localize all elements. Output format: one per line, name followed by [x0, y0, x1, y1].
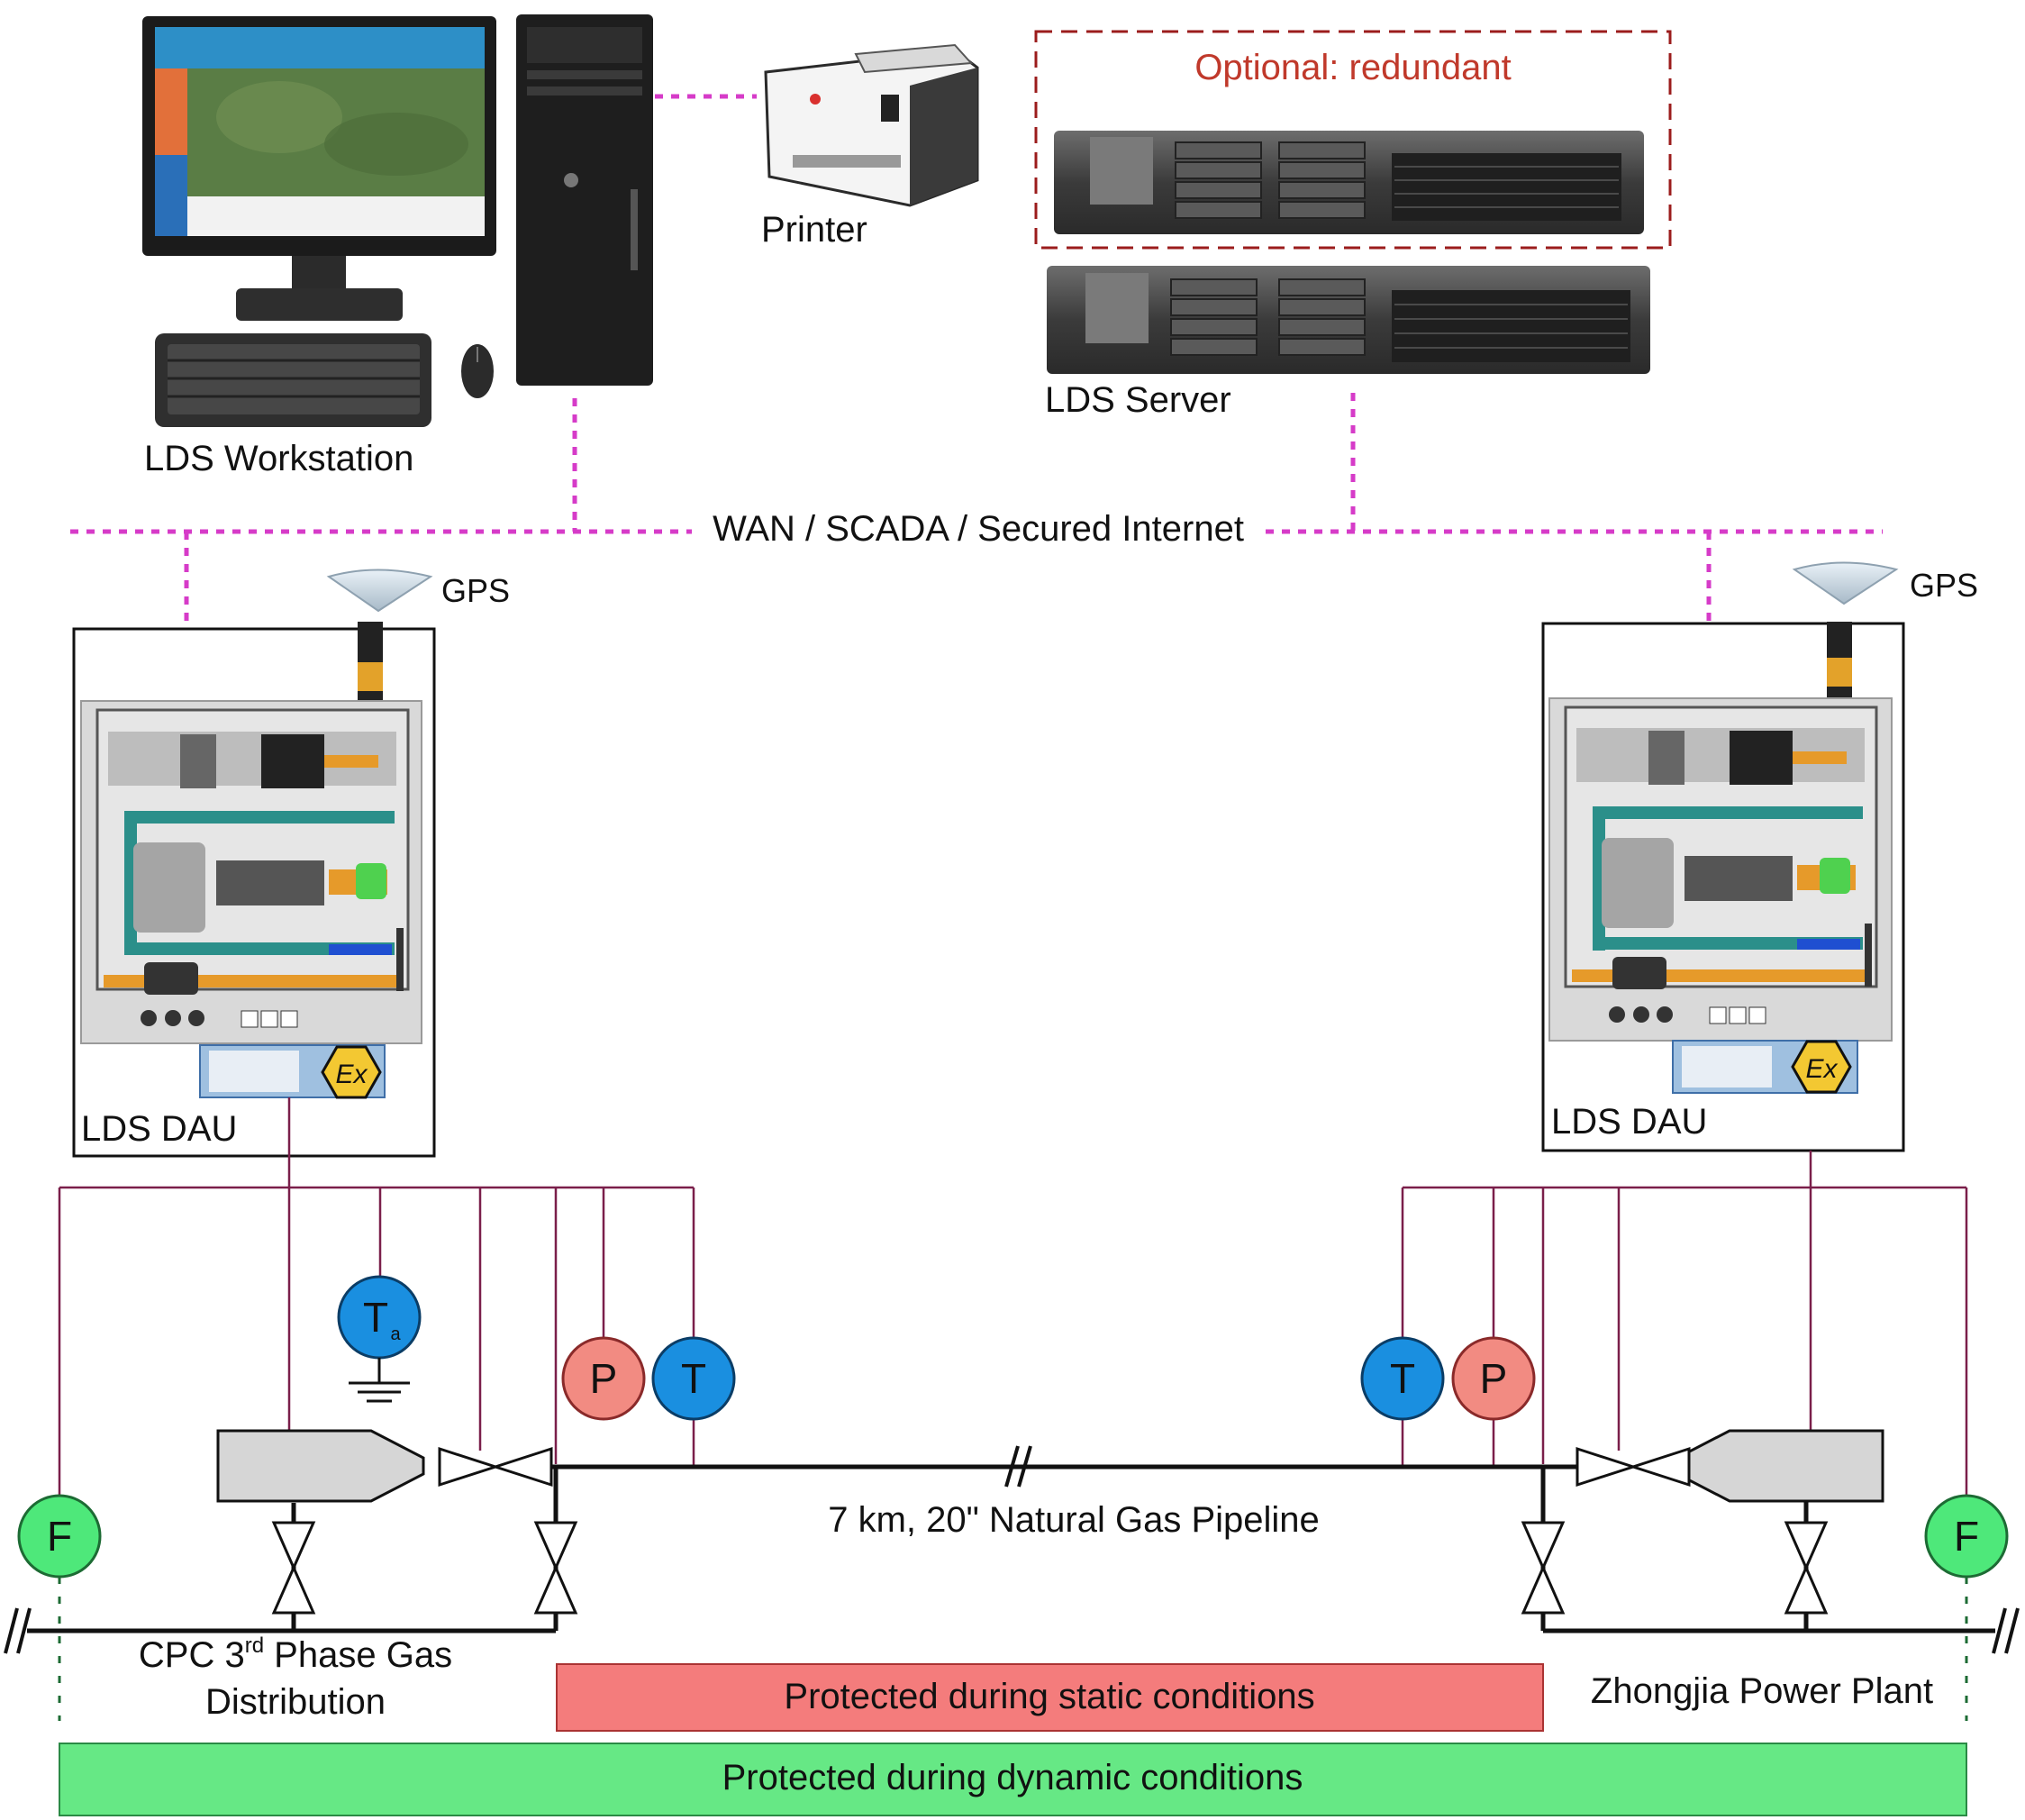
gas-valve-icon [1784, 1521, 1828, 1615]
dau-cabinet-icon [80, 700, 422, 1098]
ex-certification-icon: Ex [1791, 1040, 1852, 1094]
dau-left-label: LDS DAU [81, 1109, 237, 1149]
dau-right-group: GPS [1541, 561, 1978, 1152]
svg-text:Ex: Ex [335, 1060, 368, 1089]
temperature-sensor-left: T [651, 1336, 736, 1421]
svg-text:Ex: Ex [1805, 1054, 1838, 1084]
rack-server-icon [1054, 131, 1644, 234]
gps-antenna-icon [1792, 561, 1899, 707]
redundant-label: Optional: redundant [1194, 48, 1511, 87]
svg-text:P: P [590, 1355, 618, 1402]
power-plant-label: Zhongjia Power Plant [1591, 1671, 1933, 1711]
gps-antenna-icon [326, 569, 433, 707]
dynamic-protection-bar: Protected during dynamic conditions [59, 1743, 1967, 1816]
svg-text:P: P [1480, 1355, 1508, 1402]
gps-right-label: GPS [1910, 567, 1978, 604]
tower-pc-icon [516, 14, 653, 386]
svg-text:F: F [47, 1513, 72, 1560]
gas-valve-icon [1521, 1521, 1565, 1615]
pipe-break-icon [1992, 1607, 2020, 1654]
svg-text:Protected during dynamic condi: Protected during dynamic conditions [722, 1758, 1303, 1797]
svg-text:T: T [363, 1294, 388, 1341]
flange-reducer-icon [1675, 1429, 1884, 1503]
pipe-break-icon [4, 1607, 32, 1654]
svg-text:T: T [681, 1355, 706, 1402]
gas-valve-icon [534, 1521, 577, 1615]
gas-valve-icon [272, 1521, 315, 1615]
pipe-break-icon [1004, 1445, 1032, 1488]
cpc-label: CPC 3rd Phase Gas [139, 1633, 452, 1675]
gas-valve-icon [438, 1447, 553, 1487]
svg-text:T: T [1390, 1355, 1415, 1402]
temperature-sensor-right: T [1360, 1336, 1445, 1421]
dau-right-label: LDS DAU [1551, 1102, 1707, 1142]
flow-meter-right: F [1924, 1494, 2009, 1579]
keyboard-icon [155, 333, 431, 427]
ex-certification-icon: Ex [321, 1045, 382, 1099]
svg-text:Protected during static condit: Protected during static conditions [784, 1677, 1314, 1716]
pressure-sensor-left: P [561, 1336, 646, 1421]
cpc-label-line2: Distribution [205, 1682, 386, 1722]
svg-text:a: a [390, 1324, 401, 1344]
network-label: WAN / SCADA / Secured Internet [713, 509, 1244, 549]
flow-meter-left: F [17, 1494, 102, 1579]
server-label: LDS Server [1045, 380, 1231, 420]
workstation-label: LDS Workstation [144, 439, 413, 478]
mouse-icon [461, 344, 494, 398]
pipeline-label: 7 km, 20" Natural Gas Pipeline [828, 1500, 1320, 1540]
flange-reducer-icon [216, 1429, 425, 1503]
ambient-temperature-sensor: T a [337, 1275, 422, 1360]
dau-left-group: GPS [72, 569, 510, 1158]
printer-label: Printer [761, 210, 867, 250]
redundant-frame: Optional: redundant [1034, 30, 1672, 250]
dau-cabinet-icon [1548, 697, 1893, 1094]
ground-icon [349, 1358, 410, 1403]
rack-server-icon [1047, 266, 1650, 374]
gps-left-label: GPS [441, 572, 510, 609]
desktop-monitor-icon [142, 16, 496, 321]
flow-meter-taps [58, 1577, 1968, 1721]
workstation-group: LDS Workstation [142, 14, 653, 478]
gas-valve-icon [1576, 1447, 1691, 1487]
static-protection-bar: Protected during static conditions [556, 1663, 1544, 1732]
printer-icon [764, 43, 979, 207]
network-lines [70, 94, 1883, 629]
svg-text:F: F [1954, 1513, 1979, 1560]
pressure-sensor-right: P [1451, 1336, 1536, 1421]
